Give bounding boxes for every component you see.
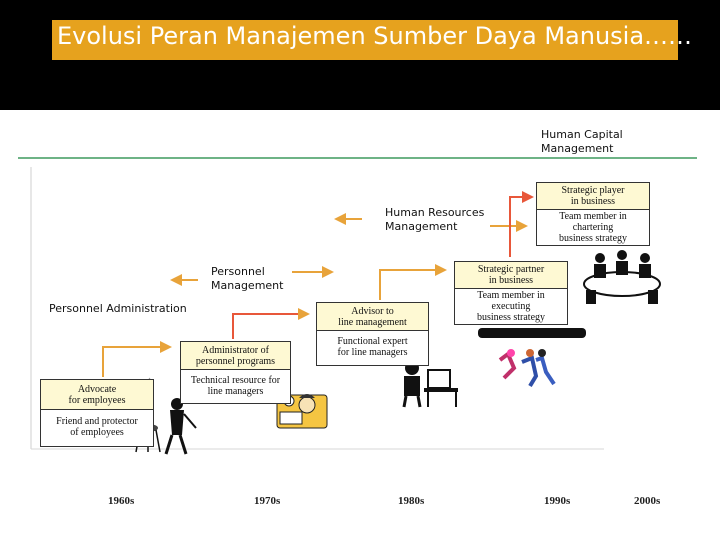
page-title: Evolusi Peran Manajemen Sumber Daya Manu… xyxy=(57,22,693,50)
stage-label-personnel-management: Personnel Management xyxy=(211,265,284,292)
stage-label-personnel-administration: Personnel Administration xyxy=(49,302,187,315)
computer-worker-icon xyxy=(402,361,458,408)
title-highlight xyxy=(52,20,678,60)
step-arrow-2 xyxy=(232,308,310,339)
meeting-group-icon xyxy=(583,250,661,304)
decade-label-1970s: 1970s xyxy=(254,495,281,507)
decade-label-1980s: 1980s xyxy=(398,495,425,507)
decade-label-1960s: 1960s xyxy=(108,495,135,507)
decade-label-2000s: 2000s xyxy=(634,495,661,507)
stage-label-human-capital-management: Human Capital Management xyxy=(541,128,623,155)
decade-label-1990s: 1990s xyxy=(544,495,571,507)
step-arrow-3 xyxy=(379,264,447,300)
stage-label-human-resources-management: Human Resources Management xyxy=(385,206,485,233)
running-team-icon xyxy=(478,328,586,388)
step-arrow-4 xyxy=(509,191,534,257)
step-arrow-1 xyxy=(102,341,172,377)
